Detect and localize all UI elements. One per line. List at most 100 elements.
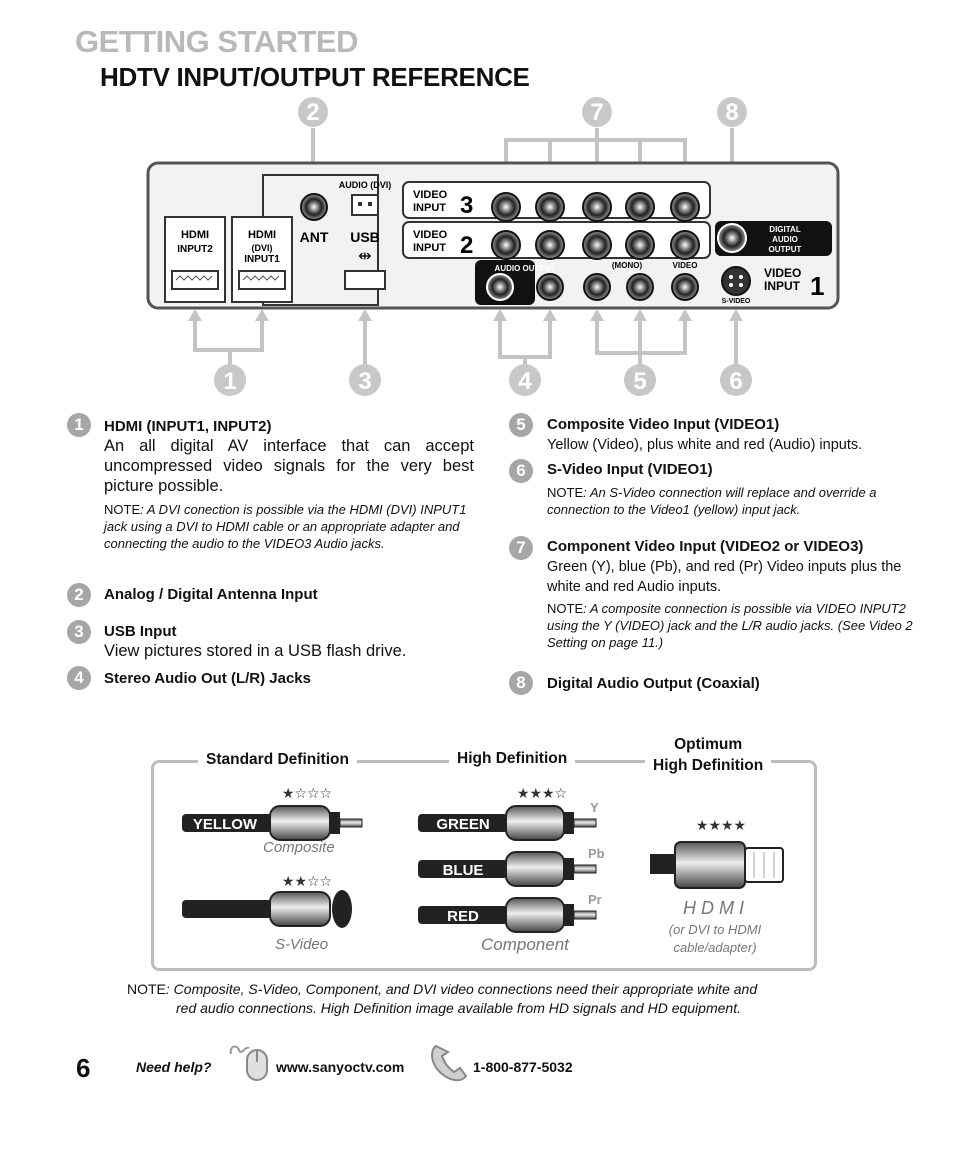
cable-illustrations: ★☆☆☆ ★★☆☆ ★★★☆ ★★★★ YELLOW GREEN Y BLUE … [182, 786, 784, 933]
page-title: HDTV INPUT/OUTPUT REFERENCE [100, 62, 530, 92]
video1-input: INPUT [764, 279, 801, 293]
legend-optimum-heading: Optimum High Definition [645, 734, 772, 776]
callout-2: 2 [306, 99, 319, 126]
hdmi-stars: ★★★★ [696, 818, 746, 834]
hdmi1-dvi: (DVI) [252, 243, 273, 253]
item-4-title: Stereo Audio Out (L/R) Jacks [104, 670, 311, 687]
item-7-badge: 7 [509, 536, 533, 560]
hdmi1-logo: HDMI [248, 229, 276, 241]
support-website-link[interactable]: www.sanyoctv.com [276, 1059, 405, 1075]
video2-label: VIDEO [413, 229, 448, 241]
callout-5: 5 [633, 368, 646, 395]
green-label: GREEN [436, 816, 489, 833]
item-6-note-text: An S-Video connection will replace and o… [547, 485, 877, 517]
item-1-title: HDMI (INPUT1, INPUT2) [104, 418, 272, 435]
callout-1: 1 [223, 368, 236, 395]
item-3-title: USB Input [104, 623, 177, 640]
item-7-note-label: NOTE [547, 601, 584, 616]
item-6-note: NOTE: An S-Video connection will replace… [547, 485, 877, 517]
usb-label: USB [350, 229, 380, 245]
hdmi1-label: INPUT1 [244, 254, 280, 265]
item-8-badge: 8 [509, 671, 533, 695]
item-7-title: Component Video Input (VIDEO2 or VIDEO3) [547, 538, 864, 555]
video1-num: 1 [810, 271, 824, 301]
hdmi-subcaption: (or DVI to HDMI cable/adapter) [655, 921, 775, 957]
video3-label: VIDEO [413, 189, 448, 201]
video3-input: INPUT [413, 202, 446, 214]
red-label: RED [447, 908, 479, 925]
item-1-note: NOTE: A DVI conection is possible via th… [104, 502, 467, 551]
composite-cable: YELLOW [182, 805, 363, 841]
item-3-badge: 3 [67, 620, 91, 644]
y-label: Y [590, 800, 599, 815]
item-2-title: Analog / Digital Antenna Input [104, 586, 318, 603]
svideo-cable [182, 890, 352, 928]
legend-optimum-line2: High Definition [653, 757, 764, 774]
mouse-icon [229, 1045, 268, 1081]
component-blue-cable: BLUE Pb [418, 846, 605, 887]
bottom-note: NOTE: Composite, S-Video, Component, and… [127, 981, 758, 1016]
callout-6: 6 [729, 368, 742, 395]
audio-dvi-label: AUDIO (DVI) [339, 180, 392, 190]
component-stars: ★★★☆ [517, 786, 567, 802]
hdmi2-label: INPUT2 [177, 244, 213, 255]
hdmi-subcaption-1: (or DVI to HDMI [668, 922, 762, 937]
video3-num: 3 [460, 192, 473, 219]
item-1-note-text: A DVI conection is possible via the HDMI… [104, 502, 467, 551]
need-help-text: Need help? [136, 1059, 212, 1075]
item-7-body: Green (Y), blue (Pb), and red (Pr) Video… [547, 559, 902, 595]
component-red-cable: RED Pr [418, 892, 602, 933]
svideo-caption: S-Video [275, 936, 329, 953]
item-5-badge: 5 [509, 413, 533, 437]
item-1-badge: 1 [67, 413, 91, 437]
support-phone-number[interactable]: 1-800-877-5032 [473, 1059, 573, 1075]
page-number: 6 [76, 1053, 91, 1083]
item-6-badge: 6 [509, 459, 533, 483]
bottom-note-label: NOTE [127, 981, 166, 997]
component-caption: Component [481, 935, 569, 954]
bottom-note-line2: red audio connections. High Definition i… [176, 1000, 741, 1016]
composite-stars: ★☆☆☆ [282, 786, 332, 802]
item-7-note-text: A composite connection is possible via V… [547, 601, 913, 650]
audio-output-label: AUDIO OUTPUT [495, 264, 556, 273]
hdmi-subcaption-2: cable/adapter) [673, 940, 757, 955]
item-1-note-label: NOTE [104, 502, 141, 517]
video2-input: INPUT [413, 242, 446, 254]
item-7-note: NOTE: A composite connection is possible… [547, 601, 913, 650]
legend-high-heading: High Definition [449, 750, 576, 768]
mono-label: (MONO) [612, 261, 643, 270]
pb-label: Pb [588, 846, 605, 861]
digital-audio-3: OUTPUT [769, 245, 802, 254]
item-3-body: View pictures stored in a USB flash driv… [104, 642, 407, 660]
section-title: GETTING STARTED [75, 24, 358, 59]
phone-icon [431, 1044, 468, 1082]
item-8-title: Digital Audio Output (Coaxial) [547, 675, 760, 692]
bottom-note-line1: Composite, S-Video, Component, and DVI v… [173, 981, 758, 997]
legend-standard-heading: Standard Definition [198, 751, 357, 769]
digital-audio-1: DIGITAL [769, 225, 801, 234]
usb-icon: ⇹ [358, 246, 371, 265]
digital-audio-2: AUDIO [772, 235, 798, 244]
callout-7: 7 [590, 99, 603, 126]
rear-panel-diagram: 2 7 8 HDMI INPUT2 HDMI (DVI) INPUT1 AUDI… [146, 97, 840, 396]
item-2-badge: 2 [67, 583, 91, 607]
blue-label: BLUE [443, 862, 484, 879]
item-4-badge: 4 [67, 666, 91, 690]
item-6-note-label: NOTE [547, 485, 584, 500]
item-1-body: An all digital AV interface that can acc… [104, 437, 474, 495]
yellow-label: YELLOW [193, 816, 258, 833]
pr-label: Pr [588, 892, 602, 907]
callout-3: 3 [358, 368, 371, 395]
video2-num: 2 [460, 232, 473, 259]
item-5-title: Composite Video Input (VIDEO1) [547, 416, 780, 433]
legend-optimum-line1: Optimum [674, 736, 743, 753]
video1-label: VIDEO [764, 266, 801, 280]
svideo-label: S-VIDEO [722, 298, 751, 305]
item-5-body: Yellow (Video), plus white and red (Audi… [547, 437, 863, 453]
item-6-title: S-Video Input (VIDEO1) [547, 461, 713, 478]
hdmi-cable [650, 841, 784, 889]
ant-label: ANT [300, 229, 329, 245]
callout-top: 2 7 8 [298, 97, 747, 127]
video-jack-label: VIDEO [673, 261, 698, 270]
callout-4: 4 [518, 368, 532, 395]
